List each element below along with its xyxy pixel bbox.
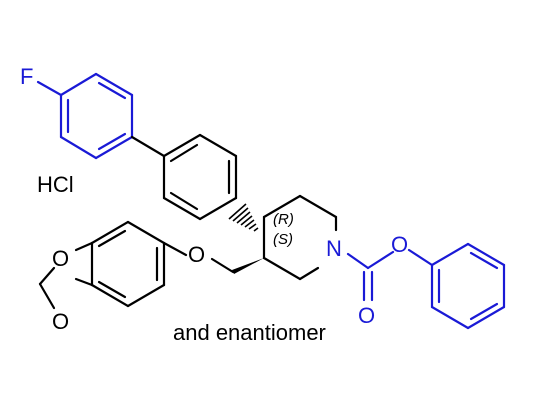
methylene-bond-top [38,266,56,286]
solid-wedge-bond [232,258,264,274]
hashed-wedge-bond [228,203,259,232]
benzodioxole-ring [90,220,166,308]
carbonyl-o-bond [366,250,395,270]
ether-oxygen: O [188,242,205,267]
dioxole-bond-top [74,241,94,252]
stereo-r-label: (R) [273,211,294,228]
dioxole-bond-bottom [74,277,94,287]
fluorine-atom: F [20,64,33,89]
o-aryl-bond [162,241,188,257]
nitrogen-atom: N [326,236,342,261]
o-phenyl-bond [407,248,434,267]
c-f-bond [36,80,63,97]
fluorophenyl-ring [59,72,134,160]
biaryl-bond [130,135,166,158]
stereo-s-label: (S) [273,231,293,248]
hcl-label: HCl [37,172,74,197]
enantiomer-caption: and enantiomer [173,320,326,345]
ester-oxygen: O [391,232,408,257]
methylene-bond-bottom [38,282,56,310]
carbonyl-oxygen: O [358,303,375,328]
dioxole-oxygen-top: O [52,246,69,271]
dioxole-oxygen-bottom: O [52,309,69,334]
phenylene-ring [162,133,238,221]
phenyl-ring [430,242,506,330]
n-carbonyl-bond [346,252,370,270]
piperidine-ring [262,194,338,281]
ch2-o-bond [210,257,235,274]
